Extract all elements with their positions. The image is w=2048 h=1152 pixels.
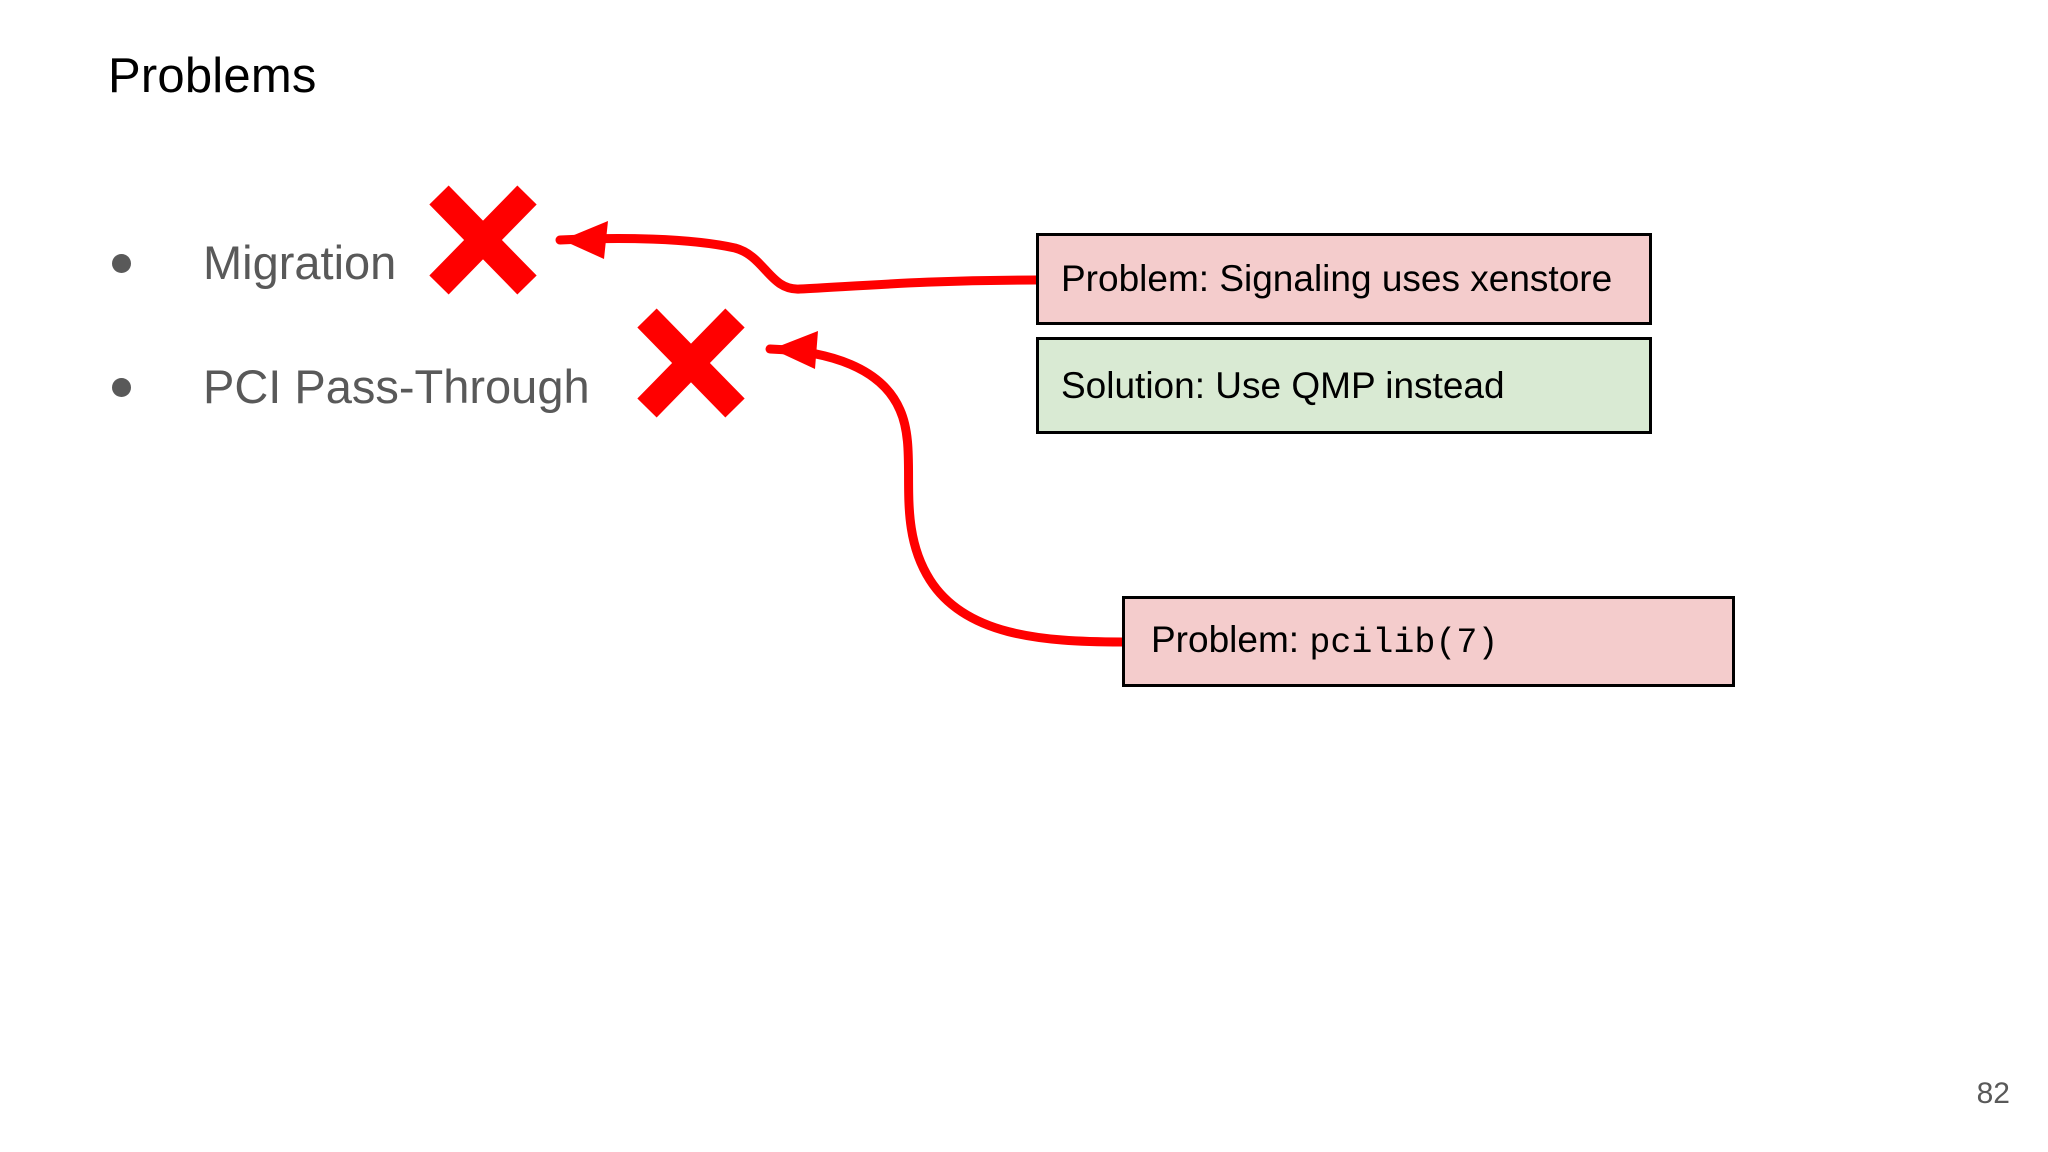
callout-prefix: Problem: — [1151, 619, 1300, 660]
bullet-label-pci-pass-through: PCI Pass-Through — [203, 360, 590, 413]
list-item: PCI Pass-Through — [112, 356, 872, 418]
callout-solution-qmp: Solution: Use QMP instead — [1036, 337, 1652, 434]
x-mark-icon-migration — [425, 183, 541, 297]
callout-text: Solution: Use QMP instead — [1061, 364, 1505, 406]
bullet-list: Migration PCI Pass-Through — [112, 232, 872, 480]
callout-text: Problem: pcilib(7) — [1151, 618, 1498, 665]
list-item: Migration — [112, 232, 872, 294]
callout-text: Problem: Signaling uses xenstore — [1061, 258, 1613, 299]
callout-code: pcilib(7) — [1309, 623, 1499, 663]
bullet-label-migration: Migration — [203, 236, 397, 289]
callout-problem-pcilib: Problem: pcilib(7) — [1122, 596, 1735, 687]
bullet-dot-icon — [112, 253, 131, 273]
callout-problem-signaling: Problem: Signaling uses xenstore — [1036, 233, 1652, 325]
page-title: Problems — [108, 49, 317, 103]
bullet-dot-icon — [112, 377, 131, 397]
x-mark-icon-pci-pass-through — [633, 306, 749, 420]
page-number: 82 — [1976, 1077, 2010, 1110]
